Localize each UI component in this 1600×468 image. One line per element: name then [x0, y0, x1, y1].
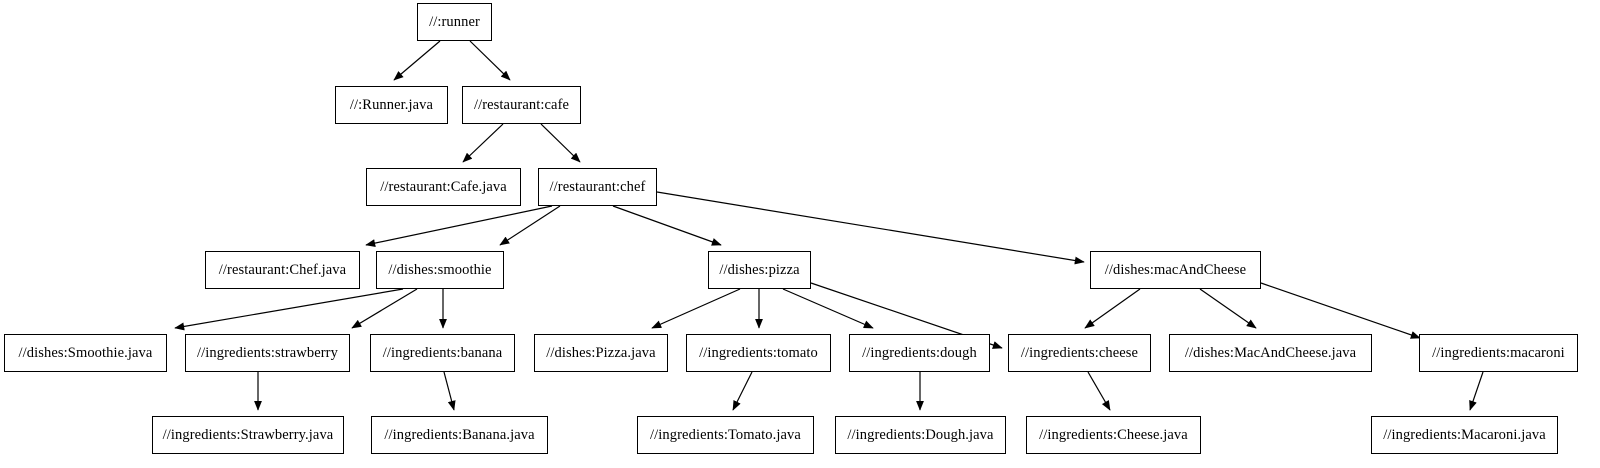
graph-node-label: //dishes:MacAndCheese.java — [1184, 344, 1357, 361]
graph-node-label: //dishes:Smoothie.java — [18, 344, 153, 361]
graph-node-chef_java[interactable]: //restaurant:Chef.java — [205, 251, 360, 289]
graph-edge-restaurant_cafe-to-restaurant_chef — [540, 123, 581, 163]
graph-node-dishes_pizza[interactable]: //dishes:pizza — [708, 251, 811, 289]
graph-node-label: //dishes:Pizza.java — [546, 344, 656, 361]
graph-edge-restaurant_chef-to-dishes_smoothie — [499, 205, 561, 246]
graph-node-label: //ingredients:Dough.java — [847, 426, 994, 443]
graph-edge-ing_tomato-to-tomato_java — [732, 371, 753, 411]
graph-node-label: //restaurant:Cafe.java — [380, 178, 507, 195]
graph-node-banana_java[interactable]: //ingredients:Banana.java — [371, 416, 548, 454]
graph-node-label: //dishes:pizza — [719, 261, 800, 278]
graph-node-label: //ingredients:Macaroni.java — [1383, 426, 1546, 443]
graph-node-label: //restaurant:Chef.java — [218, 261, 347, 278]
graph-node-cafe_java[interactable]: //restaurant:Cafe.java — [366, 168, 521, 206]
graph-node-label: //:runner — [429, 13, 480, 30]
graph-edge-dishes_macandchee-to-macandcheese_java — [1199, 288, 1257, 329]
graph-edge-dishes_macandchee-to-ing_cheese — [1084, 288, 1141, 329]
graph-node-label: //restaurant:cafe — [473, 96, 570, 113]
graph-node-ing_dough[interactable]: //ingredients:dough — [849, 334, 990, 372]
graph-node-label: //ingredients:strawberry — [197, 344, 338, 361]
graph-node-pizza_java[interactable]: //dishes:Pizza.java — [534, 334, 668, 372]
graph-node-ing_macaroni[interactable]: //ingredients:macaroni — [1419, 334, 1578, 372]
graph-node-label: //ingredients:Banana.java — [384, 426, 535, 443]
graph-edge-dishes_smoothie-to-smoothie_java — [174, 288, 404, 331]
graph-node-strawberry_java[interactable]: //ingredients:Strawberry.java — [152, 416, 344, 454]
graph-node-runner_java[interactable]: //:Runner.java — [335, 86, 448, 124]
graph-node-smoothie_java[interactable]: //dishes:Smoothie.java — [4, 334, 167, 372]
graph-node-label: //dishes:smoothie — [388, 261, 492, 278]
graph-node-restaurant_cafe[interactable]: //restaurant:cafe — [462, 86, 581, 124]
graph-node-label: //ingredients:banana — [382, 344, 503, 361]
graph-edge-dishes_smoothie-to-ing_strawberry — [351, 288, 418, 329]
graph-node-label: //dishes:macAndCheese — [1104, 261, 1247, 278]
graph-edge-dishes_pizza-to-pizza_java — [651, 288, 741, 329]
graph-edge-ing_cheese-to-cheese_java — [1087, 371, 1111, 411]
graph-node-ing_banana[interactable]: //ingredients:banana — [370, 334, 515, 372]
graph-node-runner[interactable]: //:runner — [417, 3, 492, 41]
graph-node-label: //restaurant:chef — [549, 178, 646, 195]
graph-node-ing_tomato[interactable]: //ingredients:tomato — [686, 334, 831, 372]
graph-edge-restaurant_chef-to-chef_java — [365, 205, 553, 248]
graph-node-ing_strawberry[interactable]: //ingredients:strawberry — [185, 334, 350, 372]
graph-edge-dishes_macandchee-to-ing_macaroni — [1260, 282, 1421, 339]
graph-edge-runner-to-restaurant_cafe — [469, 40, 511, 81]
graph-node-label: //ingredients:Cheese.java — [1039, 426, 1188, 443]
graph-node-tomato_java[interactable]: //ingredients:Tomato.java — [637, 416, 814, 454]
graph-node-restaurant_chef[interactable]: //restaurant:chef — [538, 168, 657, 206]
graph-node-ing_cheese[interactable]: //ingredients:cheese — [1008, 334, 1151, 372]
graph-node-label: //ingredients:macaroni — [1432, 344, 1565, 361]
graph-node-dishes_smoothie[interactable]: //dishes:smoothie — [376, 251, 504, 289]
graph-edge-dishes_pizza-to-ing_dough — [782, 288, 874, 329]
graph-node-macaroni_java[interactable]: //ingredients:Macaroni.java — [1371, 416, 1558, 454]
graph-node-macandcheese_java[interactable]: //dishes:MacAndCheese.java — [1169, 334, 1372, 372]
graph-node-label: //ingredients:cheese — [1020, 344, 1139, 361]
graph-edge-ing_banana-to-banana_java — [443, 371, 456, 411]
graph-node-dishes_macandchee[interactable]: //dishes:macAndCheese — [1090, 251, 1261, 289]
graph-node-label: //ingredients:Tomato.java — [650, 426, 801, 443]
graph-edge-restaurant_cafe-to-cafe_java — [462, 123, 504, 163]
graph-node-label: //ingredients:dough — [862, 344, 977, 361]
graph-edge-runner-to-runner_java — [393, 40, 441, 81]
graph-node-cheese_java[interactable]: //ingredients:Cheese.java — [1026, 416, 1201, 454]
graph-edge-restaurant_chef-to-dishes_pizza — [612, 205, 722, 246]
graph-node-label: //:Runner.java — [349, 96, 434, 113]
graph-node-label: //ingredients:tomato — [699, 344, 818, 361]
graph-node-dough_java[interactable]: //ingredients:Dough.java — [835, 416, 1006, 454]
graph-node-label: //ingredients:Strawberry.java — [162, 426, 334, 443]
graph-edge-ing_macaroni-to-macaroni_java — [1469, 371, 1484, 411]
